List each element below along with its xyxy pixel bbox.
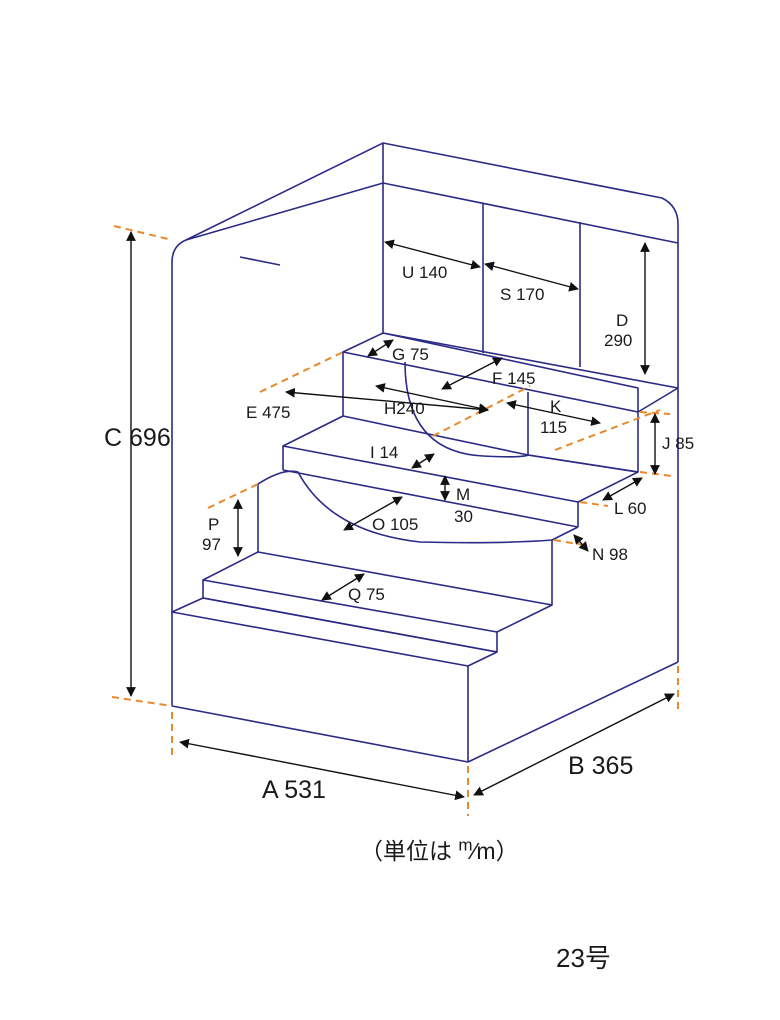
arrow-b [473,693,675,796]
ext-j-bottom [639,471,673,477]
outer-shell [171,142,679,706]
label-p-value: 97 [202,535,221,554]
extension-lines [111,225,679,816]
label-s: S 170 [500,285,544,304]
base-top-surface [171,597,498,667]
shell-handrail [239,256,281,266]
ext-c-bottom [111,696,173,707]
arrow-o [343,496,403,531]
label-a: A 531 [262,776,326,804]
label-p-letter: P [208,515,219,534]
arrow-a [179,738,465,801]
base-block [171,597,679,763]
label-n: N 98 [592,545,628,564]
shell-inner-wall-top [185,182,384,241]
ext-n [553,539,591,547]
label-d-letter: D [616,311,628,330]
label-h: H240 [384,399,425,418]
label-c: C 696 [104,424,171,452]
label-q: Q 75 [348,585,385,604]
landing-top-surface [342,332,639,413]
label-k-letter: K [550,397,562,416]
shell-back-floor-line [382,332,679,389]
label-d-value: 290 [604,331,632,350]
upper-step-front-edge [282,469,579,528]
label-f: F 145 [492,369,536,388]
label-m-value: 30 [454,507,473,526]
arrow-g [367,339,394,357]
arrow-q [321,573,365,601]
arrow-i [411,453,435,469]
label-e: E 475 [246,403,290,422]
unit-note: （単位は m⁄m） [360,835,519,864]
upper-step [282,415,639,528]
arrow-h [375,383,489,413]
ext-e-right [554,409,661,451]
ext-p-top [207,483,259,509]
arrow-k [506,400,601,426]
arrow-u [384,239,481,270]
ext-h-line [432,385,531,437]
label-j: J 85 [662,434,694,453]
arrow-s [484,261,579,292]
ext-e-left [259,351,344,393]
label-m-letter: M [456,485,470,504]
label-k-value: 115 [540,418,567,437]
arrow-l [602,477,643,501]
ext-c-top [113,225,173,241]
dimension-arrows [126,231,675,801]
shell-right-front-edge [637,387,679,413]
base-side-bottom [467,661,679,763]
label-b: B 365 [568,752,633,780]
lower-step-tread [202,551,553,633]
model-number: 23号 [556,943,611,973]
upper-step-tread [282,415,639,503]
middle-step-tread-front [551,526,579,541]
shell-inner-wall-top-2 [382,182,679,244]
label-u: U 140 [402,263,447,282]
dimension-labels: C 696 A 531 B 365 U 140 S 170 D 290 G 75… [104,263,694,804]
middle-step [257,470,579,605]
base-front-bottom [171,705,469,763]
ext-l [579,501,609,507]
arrow-n [573,534,589,552]
label-i: I 14 [370,443,398,462]
ext-j-top [639,411,671,415]
label-o: O 105 [372,515,418,534]
label-l: L 60 [614,499,646,518]
label-g: G 75 [392,345,429,364]
